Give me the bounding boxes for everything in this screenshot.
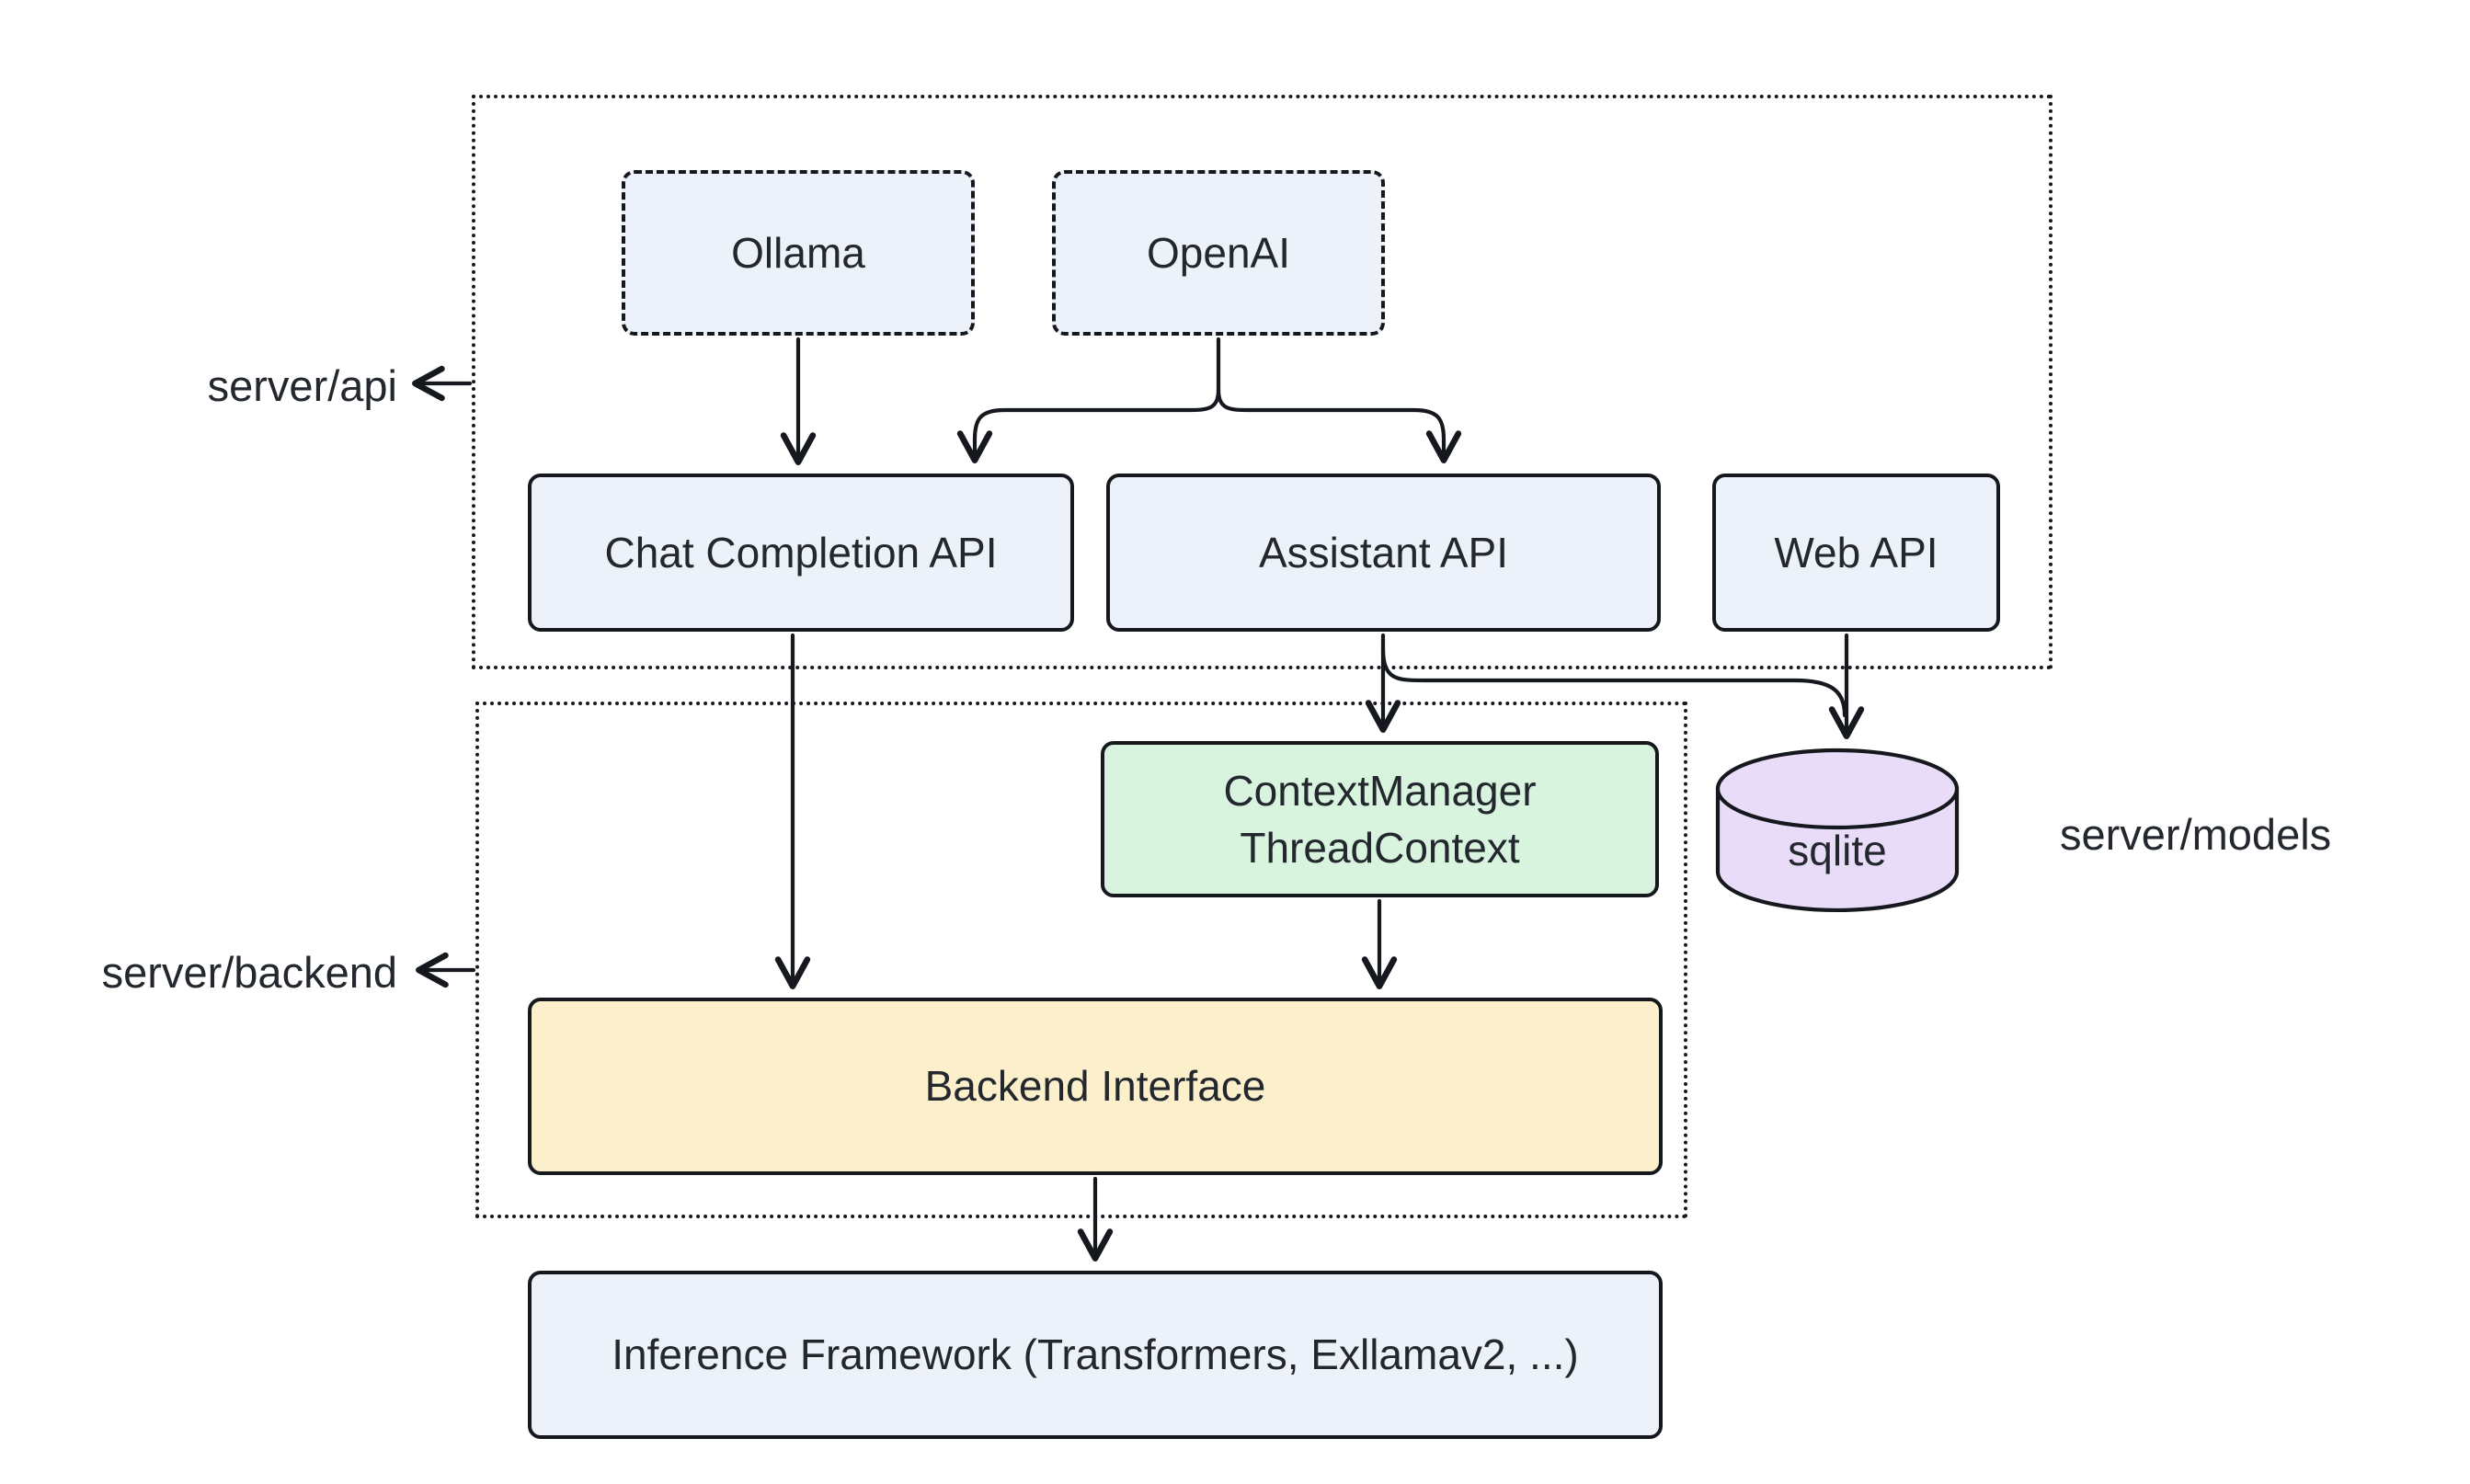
node-assistant-api-label: Assistant API — [1258, 528, 1508, 576]
label-server-models: server/models — [2060, 810, 2332, 859]
label-server-backend: server/backend — [101, 948, 397, 997]
node-chat-completion-api-label: Chat Completion API — [604, 528, 998, 576]
server-backend-container — [475, 702, 1687, 1218]
server-api-container — [472, 95, 2053, 669]
node-openai: OpenAI — [1052, 170, 1385, 336]
node-backend-interface: Backend Interface — [528, 998, 1663, 1175]
node-web-api: Web API — [1712, 474, 2000, 632]
node-openai-label: OpenAI — [1147, 228, 1290, 277]
node-context-manager-line1: ContextManager — [1223, 766, 1537, 815]
node-assistant-api: Assistant API — [1106, 474, 1661, 632]
node-inference-framework: Inference Framework (Transformers, Exlla… — [528, 1271, 1663, 1439]
node-inference-framework-label: Inference Framework (Transformers, Exlla… — [612, 1330, 1579, 1379]
node-web-api-label: Web API — [1774, 528, 1938, 576]
node-context-manager-line2: ThreadContext — [1240, 824, 1520, 872]
node-sqlite-label: sqlite — [1788, 827, 1887, 874]
node-backend-interface-label: Backend Interface — [924, 1062, 1266, 1111]
node-context-manager: ContextManager ThreadContext — [1101, 741, 1659, 897]
node-chat-completion-api: Chat Completion API — [528, 474, 1074, 632]
node-ollama: Ollama — [622, 170, 975, 336]
node-ollama-label: Ollama — [731, 228, 865, 277]
label-server-api: server/api — [207, 361, 397, 410]
